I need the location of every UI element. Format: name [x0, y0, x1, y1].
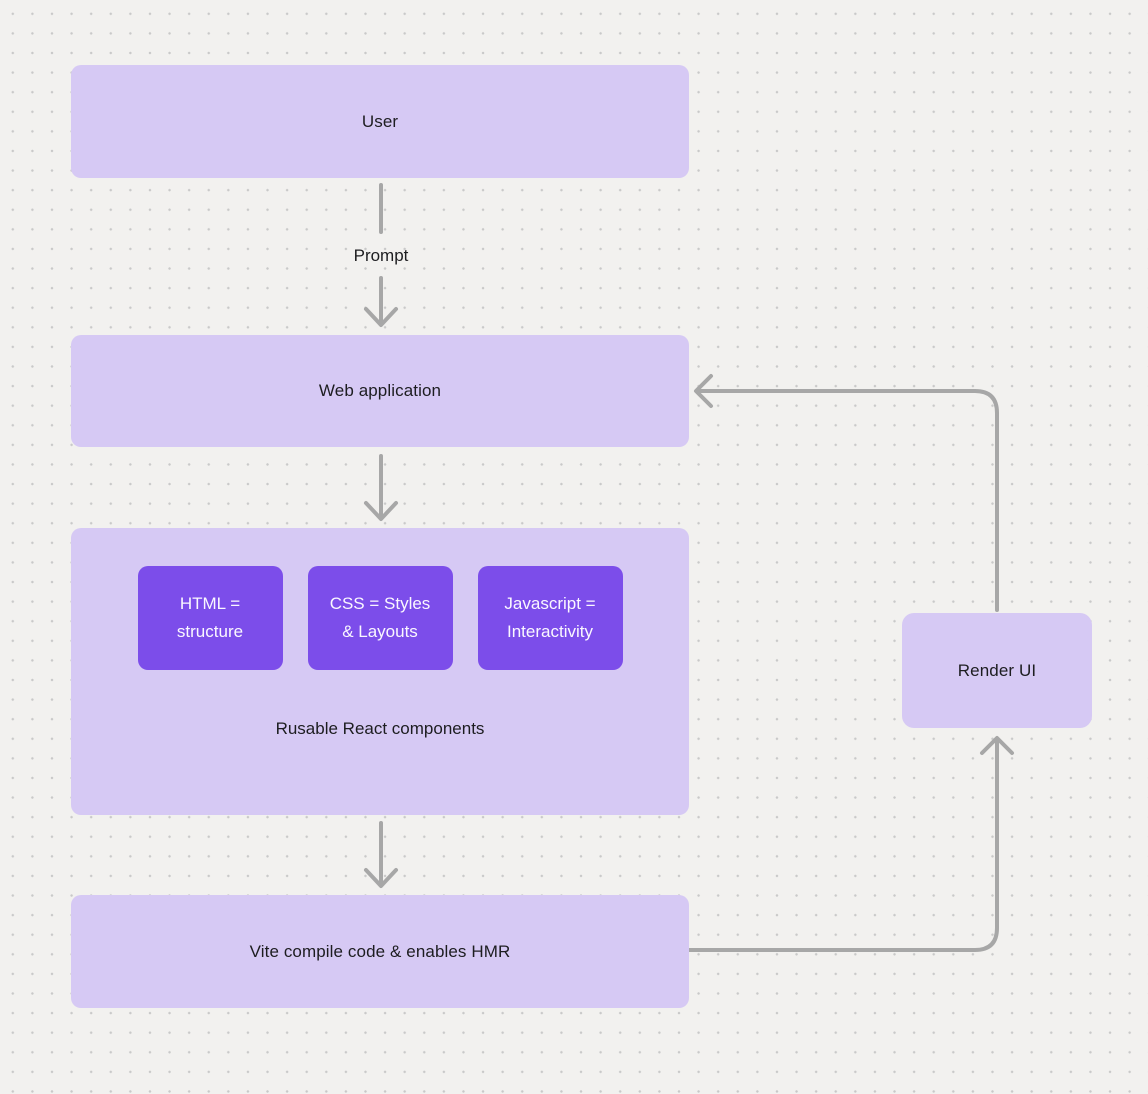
- edge-user-to-webapp: [364, 183, 398, 327]
- node-user-label: User: [361, 111, 399, 131]
- node-vite: Vite compile code & enables HMR: [71, 895, 689, 1008]
- arrowhead-down-webapp: [364, 307, 398, 327]
- edge-renderui-webapp-path: [698, 389, 999, 612]
- arrowhead-down-components: [364, 501, 398, 521]
- chip-javascript-line2: Interactivity: [507, 622, 593, 641]
- node-user: User: [71, 65, 689, 178]
- arrowhead-down-vite: [364, 868, 398, 888]
- chip-css-line2: & Layouts: [342, 622, 418, 641]
- chip-html: HTML = structure: [137, 566, 283, 670]
- chip-javascript: Javascript = Interactivity: [477, 566, 623, 670]
- chip-html-line1: HTML =: [179, 594, 241, 613]
- chip-css-line1: CSS = Styles: [329, 594, 431, 613]
- chip-javascript-line1: Javascript =: [504, 594, 596, 613]
- arrowhead-left-webapp: [694, 374, 713, 408]
- node-render-ui-label: Render UI: [957, 660, 1037, 680]
- edge-renderui-to-webapp: [694, 374, 999, 612]
- node-render-ui: Render UI: [902, 613, 1092, 728]
- edge-components-to-vite: [364, 821, 398, 888]
- components-group-caption: Rusable React components: [275, 719, 485, 738]
- chip-html-line2: structure: [176, 622, 244, 641]
- edge-vite-to-renderui: [687, 736, 1014, 952]
- node-components-group: HTML = structure CSS = Styles & Layouts …: [71, 528, 689, 815]
- edge-vite-renderui-path: [687, 739, 999, 952]
- edge-label-prompt: Prompt: [353, 246, 409, 265]
- edge-webapp-to-components: [364, 454, 398, 521]
- node-vite-label: Vite compile code & enables HMR: [249, 941, 511, 961]
- chip-css: CSS = Styles & Layouts: [307, 566, 453, 670]
- node-web-application: Web application: [71, 335, 689, 447]
- node-web-application-label: Web application: [318, 381, 442, 400]
- components-row: HTML = structure CSS = Styles & Layouts …: [137, 566, 623, 670]
- arrowhead-up-renderui: [980, 736, 1014, 755]
